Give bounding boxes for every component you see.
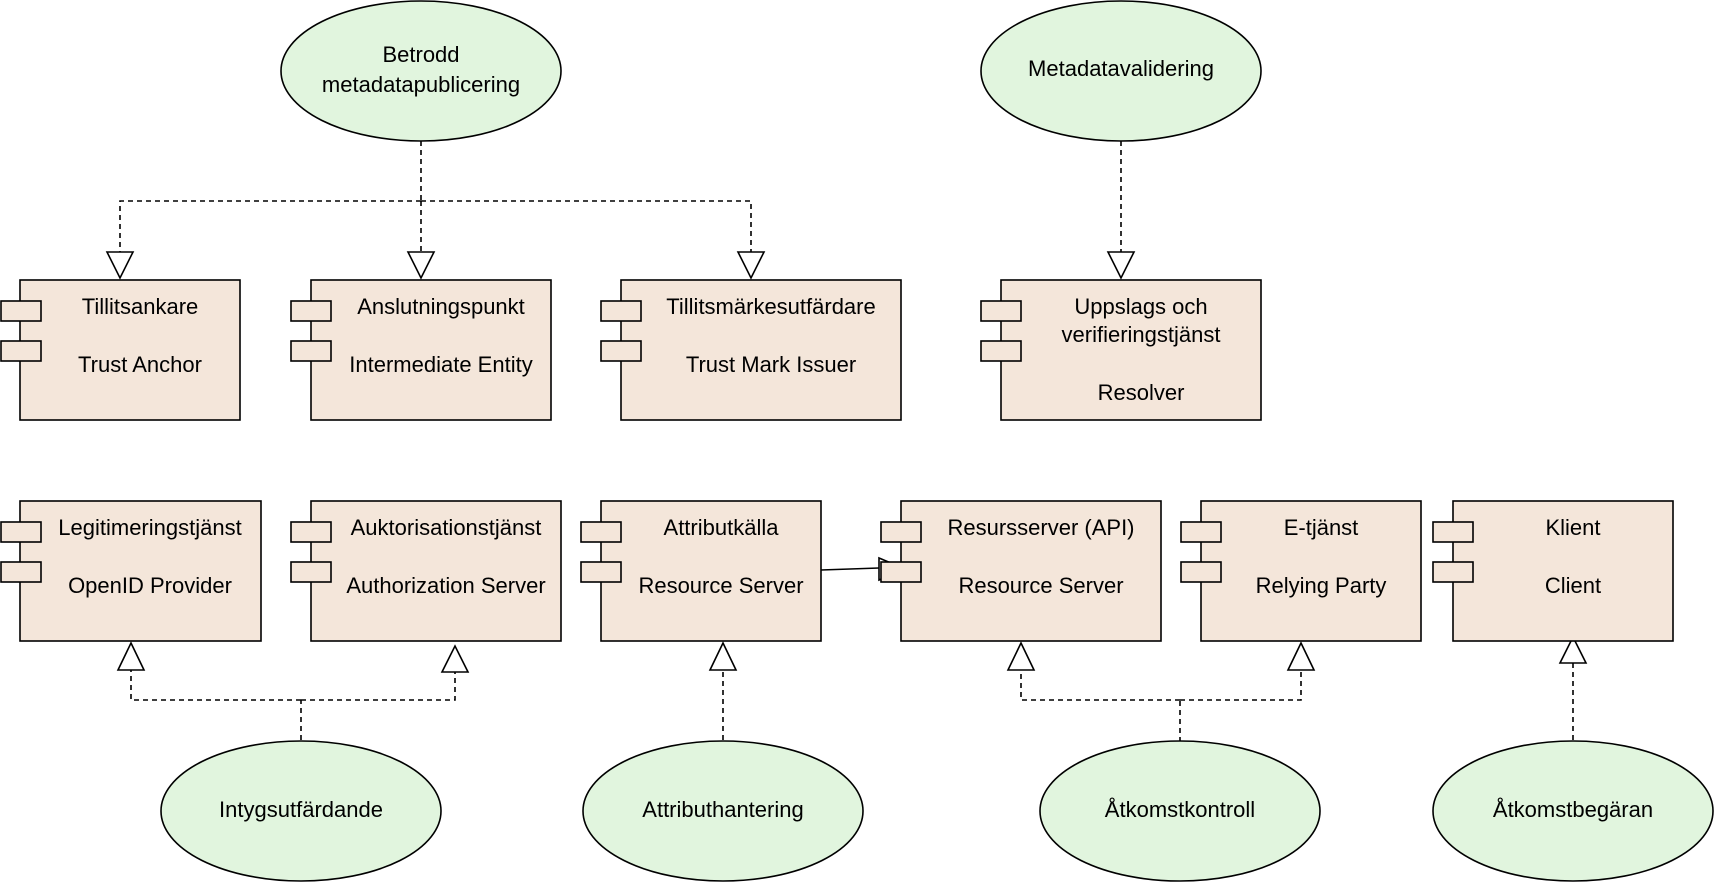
component-name: verifieringstjänst: [1062, 322, 1221, 347]
connector-attribute-source-to-resource-server: [820, 567, 880, 571]
component-port-icon: [1180, 561, 1222, 583]
component-intermediate-entity: Anslutningspunkt Intermediate Entity: [290, 279, 552, 421]
capability-credential-issuance: Intygsutfärdande: [160, 740, 442, 882]
component-port-icon: [880, 561, 922, 583]
component-name: Auktorisationstjänst: [351, 515, 542, 540]
arrowhead-client: [1558, 635, 1588, 664]
component-attribute-source: Attributkälla Resource Server: [580, 500, 822, 642]
capability-access-request: Åtkomstbegäran: [1432, 740, 1714, 882]
arrowhead-intermediate-entity: [406, 251, 436, 280]
component-name: Anslutningspunkt: [357, 294, 525, 319]
capability-label-line: Intygsutfärdande: [219, 797, 383, 822]
component-role: Relying Party: [1256, 573, 1387, 598]
connector-access-control-to-resource-server: [1020, 670, 1180, 701]
component-port-icon: [580, 521, 622, 543]
component-port-icon: [600, 300, 642, 322]
component-name: Resursserver (API): [947, 515, 1134, 540]
arrowhead-resolver: [1106, 251, 1136, 280]
component-trust-mark-issuer: Tillitsmärkesutfärdare Trust Mark Issuer: [600, 279, 902, 421]
component-port-icon: [980, 300, 1022, 322]
component-role: Authorization Server: [346, 573, 545, 598]
component-name: Klient: [1545, 515, 1600, 540]
component-port-icon: [0, 561, 42, 583]
component-name: Legitimeringstjänst: [58, 515, 241, 540]
component-name: Attributkälla: [664, 515, 780, 540]
connector-publishing-to-trust-mark-issuer: [421, 200, 752, 252]
capability-label-line: Attributhantering: [642, 797, 803, 822]
connector-issuance-to-authorization-server: [301, 672, 456, 701]
capability-attribute-management: Attributhantering: [582, 740, 864, 882]
component-role: Client: [1545, 573, 1601, 598]
component-name: Uppslags och: [1074, 294, 1207, 319]
component-port-icon: [0, 300, 42, 322]
component-resolver: Uppslags och verifieringstjänst Resolver: [980, 279, 1262, 421]
component-name: E-tjänst: [1284, 515, 1359, 540]
component-port-icon: [580, 561, 622, 583]
component-resource-server-api: Resursserver (API) Resource Server: [880, 500, 1162, 642]
component-openid-provider: Legitimeringstjänst OpenID Provider: [0, 500, 262, 642]
component-role: Resolver: [1098, 380, 1185, 405]
component-port-icon: [600, 340, 642, 362]
arrowhead-attribute-source: [708, 641, 738, 671]
connector-access-control-to-relying-party: [1180, 670, 1302, 701]
component-port-icon: [880, 521, 922, 543]
component-port-icon: [980, 340, 1022, 362]
arrowhead-relying-party: [1286, 641, 1316, 671]
capability-label-line: Åtkomstkontroll: [1105, 797, 1255, 822]
component-name: Tillitsmärkesutfärdare: [666, 294, 875, 319]
component-port-icon: [0, 340, 42, 362]
capability-label-line: metadatapublicering: [322, 72, 520, 97]
component-trust-anchor: Tillitsankare Trust Anchor: [0, 279, 241, 421]
component-port-icon: [0, 521, 42, 543]
component-port-icon: [290, 521, 332, 543]
capability-access-control: Åtkomstkontroll: [1039, 740, 1321, 882]
capability-label-line: Metadatavalidering: [1028, 56, 1214, 81]
connector-publishing-to-trust-anchor: [119, 200, 421, 252]
component-role: OpenID Provider: [68, 573, 232, 598]
capability-label-line: Åtkomstbegäran: [1493, 797, 1653, 822]
component-port-icon: [1432, 521, 1474, 543]
component-port-icon: [290, 300, 332, 322]
component-authorization-server: Auktorisationstjänst Authorization Serve…: [290, 500, 562, 642]
capability-metadata-validation: Metadatavalidering: [980, 0, 1262, 142]
component-role: Resource Server: [638, 573, 803, 598]
component-client: Klient Client: [1432, 500, 1674, 642]
capability-label-line: Betrodd: [382, 42, 459, 67]
connector-issuance-to-openid-provider: [130, 670, 301, 701]
component-role: Resource Server: [958, 573, 1123, 598]
arrowhead-trust-anchor: [105, 251, 135, 280]
component-name: Tillitsankare: [82, 294, 199, 319]
component-role: Trust Mark Issuer: [686, 352, 856, 377]
component-role: Trust Anchor: [78, 352, 202, 377]
component-port-icon: [290, 340, 332, 362]
capability-trusted-metadata-publishing: Betrodd metadatapublicering: [280, 0, 562, 142]
component-port-icon: [1432, 561, 1474, 583]
arrowhead-resource-server-bottom: [1006, 641, 1036, 671]
component-port-icon: [290, 561, 332, 583]
arrowhead-openid-provider: [116, 641, 146, 671]
arrowhead-authorization-server: [440, 644, 470, 673]
component-port-icon: [1180, 521, 1222, 543]
component-role: Intermediate Entity: [349, 352, 532, 377]
connectors: [105, 141, 1588, 742]
arrowhead-trust-mark-issuer: [736, 251, 766, 280]
component-relying-party: E-tjänst Relying Party: [1180, 500, 1422, 642]
